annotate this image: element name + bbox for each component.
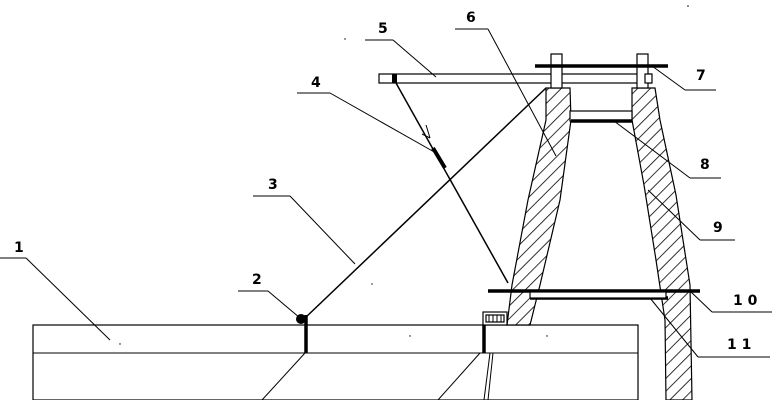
left-shaft (506, 87, 572, 326)
base-slab (32, 324, 639, 401)
callout-1: 1 (0, 240, 111, 341)
label-2: 2 (252, 272, 262, 288)
right-shaft (631, 87, 693, 401)
label-9: 9 (713, 220, 723, 236)
callout-9: 9 (647, 189, 735, 241)
callout-5: 5 (365, 21, 437, 78)
label-6: 6 (466, 10, 476, 26)
callout-8: 8 (613, 120, 721, 179)
base-bracket (482, 311, 508, 353)
callout-11: 1 1 (649, 297, 770, 358)
label-3: 3 (268, 177, 278, 193)
label-10: 1 0 (733, 293, 758, 309)
callout-4: 4 (297, 75, 437, 154)
label-5: 5 (378, 21, 388, 37)
label-4: 4 (311, 75, 321, 91)
label-1: 1 (14, 240, 24, 256)
callout-3: 3 (253, 177, 356, 265)
callout-10: 1 0 (689, 290, 772, 313)
top-crossbeam (569, 110, 633, 123)
diagonal-cable (304, 87, 547, 319)
label-11: 1 1 (727, 337, 751, 353)
top-posts (535, 53, 668, 89)
label-8: 8 (700, 157, 710, 173)
lower-crossbeam (488, 289, 700, 300)
specks (119, 5, 689, 345)
label-7: 7 (696, 68, 706, 84)
callout-2: 2 (238, 272, 301, 319)
callout-6: 6 (455, 10, 557, 157)
tension-rod (395, 82, 509, 284)
callout-7: 7 (651, 65, 716, 91)
